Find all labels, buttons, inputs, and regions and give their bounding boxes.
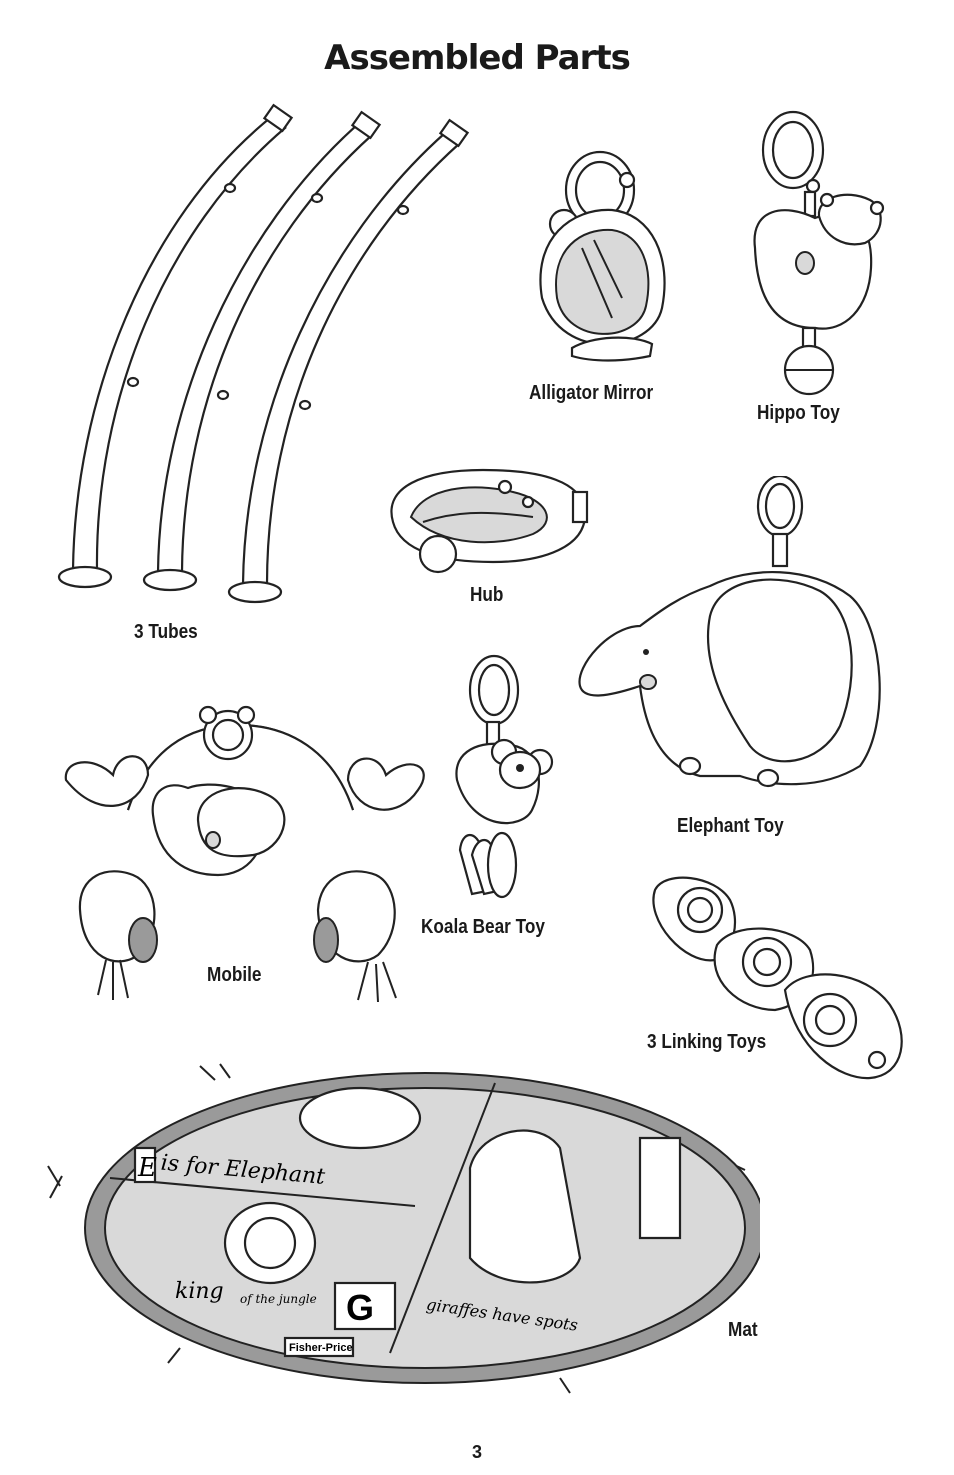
page-title: Assembled Parts [324, 38, 631, 78]
alligator-mirror-illustration [539, 150, 666, 362]
mat-of-the-jungle-text: of the jungle [240, 1292, 317, 1306]
hub-label: Hub [470, 584, 504, 606]
mat-label: Mat [728, 1319, 758, 1341]
hub-illustration [390, 468, 589, 574]
koala-bear-toy-label: Koala Bear Toy [421, 916, 545, 938]
page-number: 3 [471, 1442, 482, 1462]
alligator-mirror-label: Alligator Mirror [529, 382, 654, 404]
mobile-illustration [64, 705, 425, 1003]
hippo-toy-label: Hippo Toy [757, 402, 840, 424]
mobile-label: Mobile [207, 964, 262, 986]
mat-letter-g: G [346, 1287, 374, 1328]
linking-toys-illustration [652, 876, 903, 1080]
mat-letter-e: E [137, 1153, 157, 1183]
tube-3 [227, 118, 470, 604]
mat-brand-logo: Fisher-Price [289, 1342, 353, 1354]
mat-king-text: king [175, 1279, 224, 1304]
linking-toy-1 [652, 876, 737, 962]
tubes-label: 3 Tubes [134, 621, 198, 643]
mat-illustration: E is for Elephant king of the jungle G g… [47, 1063, 760, 1394]
linking-toy-3 [783, 973, 903, 1080]
tube-1 [57, 103, 294, 589]
elephant-toy-label: Elephant Toy [677, 815, 784, 837]
tubes-illustration [57, 103, 470, 604]
tube-2 [142, 110, 382, 592]
hippo-toy-illustration [753, 110, 885, 396]
koala-bear-toy-illustration [455, 654, 554, 899]
elephant-toy-illustration [578, 476, 881, 788]
linking-toys-label: 3 Linking Toys [647, 1031, 767, 1053]
